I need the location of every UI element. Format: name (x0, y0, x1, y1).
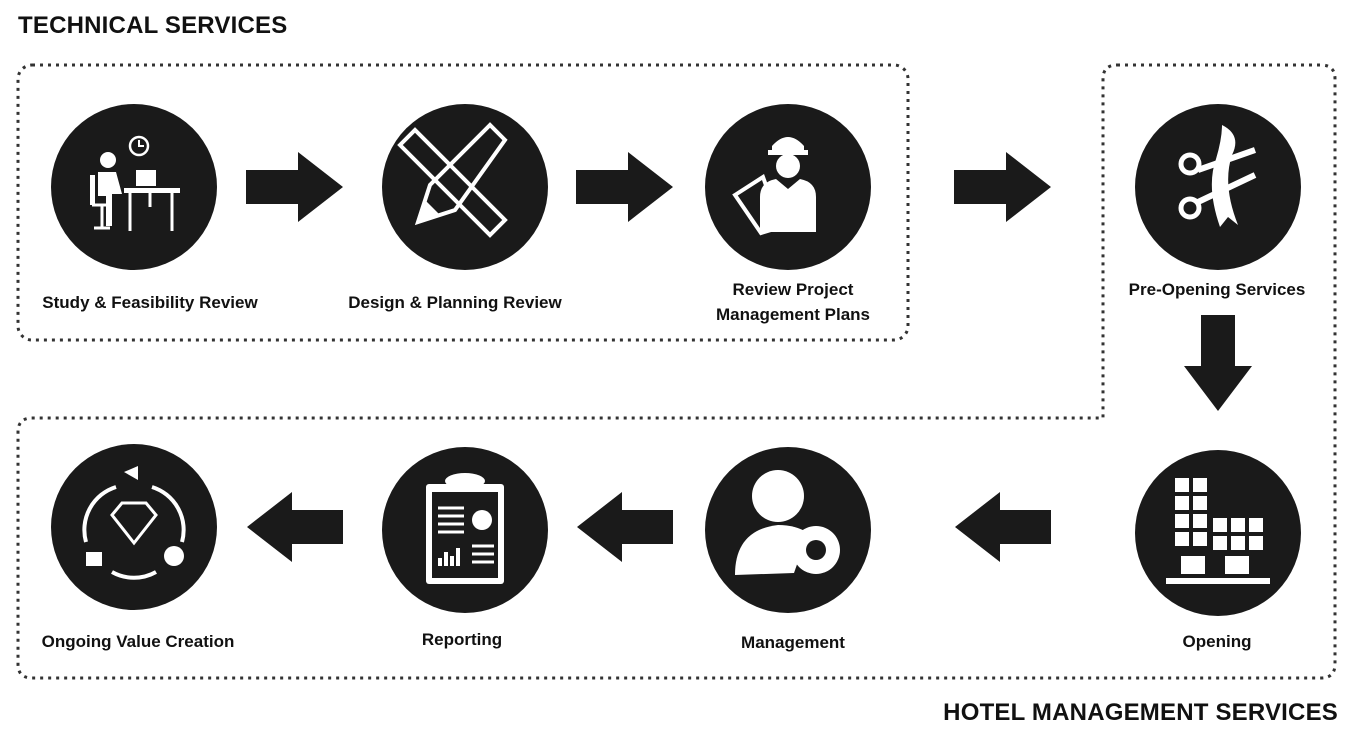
step-circle (382, 104, 548, 270)
ribbon-cutting-icon (1178, 125, 1257, 227)
clipboard-report-icon (426, 473, 504, 584)
building-icon (1166, 478, 1270, 584)
step-label-line: Review Project (732, 280, 854, 299)
step-label: Ongoing Value Creation (41, 632, 235, 651)
person-gear-icon (735, 470, 840, 575)
hotel-management-group (16, 63, 1337, 680)
arrow-down-icon (1184, 315, 1252, 411)
step-label: Study & Feasibility Review (42, 293, 258, 312)
step-label: Reporting (421, 630, 503, 649)
technical-services-title: TECHNICAL SERVICES (18, 12, 288, 39)
arrow-left-icon (955, 492, 1051, 562)
person-at-desk-icon (90, 135, 180, 231)
arrow-right-icon (246, 152, 343, 222)
arrow-left-icon (247, 492, 343, 562)
arrow-left-icon (577, 492, 673, 562)
engineer-blueprint-icon (732, 137, 816, 236)
step-label: Design & Planning Review (348, 293, 562, 312)
step-circle (1135, 450, 1301, 616)
step-label: Pre-Opening Services (1128, 280, 1306, 299)
arrow-right-icon (576, 152, 673, 222)
step-circle (51, 444, 217, 610)
step-circle (51, 104, 217, 270)
ruler-pencil-icon (397, 122, 508, 238)
step-label: Opening (1182, 632, 1252, 651)
diamond-cycle-icon (82, 466, 186, 580)
arrow-right-icon (954, 152, 1051, 222)
step-label-line: Management Plans (716, 305, 870, 324)
technical-services-group (16, 63, 910, 342)
step-label: Management (741, 633, 845, 652)
hotel-management-services-title: HOTEL MANAGEMENT SERVICES (943, 699, 1338, 726)
step-circle (705, 104, 871, 270)
step-label: Review Project Management Plans (716, 277, 870, 327)
